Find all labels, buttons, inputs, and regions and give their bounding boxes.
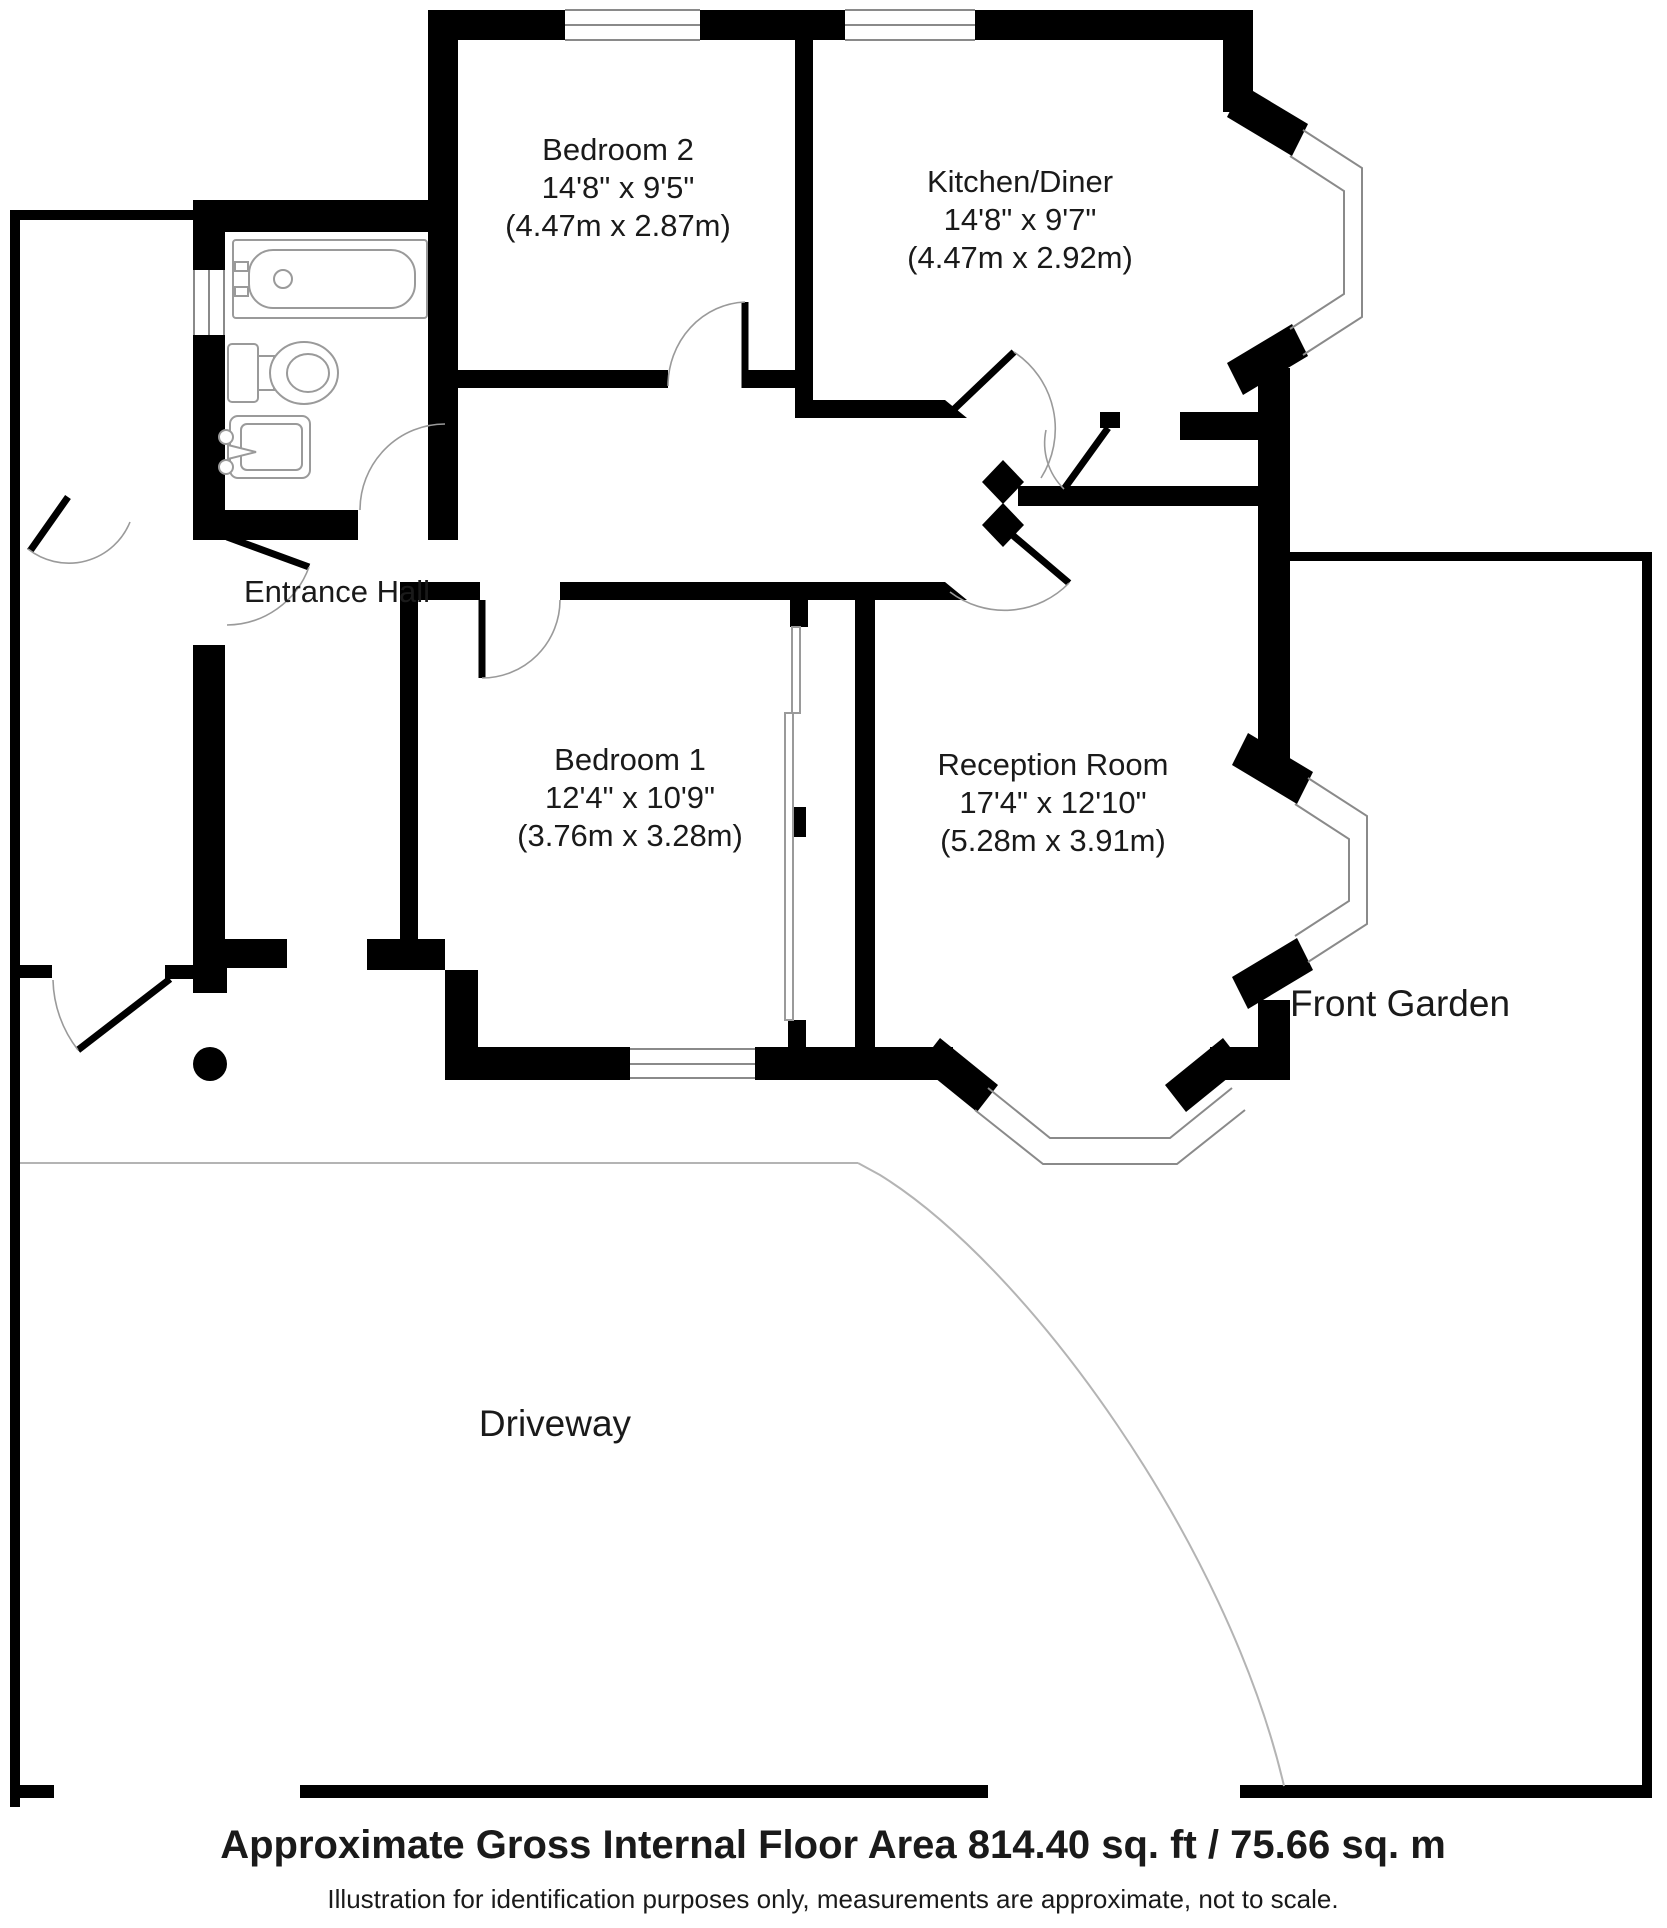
toilet-icon: [227, 341, 339, 405]
wall-top-2: [700, 10, 845, 40]
boundary-bottom-b: [300, 1785, 988, 1798]
bedroom2-window-icon: [565, 8, 700, 42]
wall-west-col: [193, 939, 227, 993]
wall-reception-left: [855, 598, 875, 1047]
windows: [191, 8, 975, 1082]
bedroom2-metric: (4.47m x 2.87m): [505, 208, 731, 243]
wall-bedroom2-nib: [745, 370, 795, 388]
footer-area-text: Approximate Gross Internal Floor Area 81…: [220, 1823, 1446, 1867]
kitchen-window-icon: [845, 8, 975, 42]
bathroom-door-icon: [359, 423, 449, 511]
wall-hall-bottom-a: [227, 939, 287, 968]
boundary-gate-stub-right: [165, 965, 193, 979]
wall-slide-stub-c: [788, 1020, 806, 1047]
bedroom1-metric: (3.76m x 3.28m): [517, 818, 743, 853]
wall-corridor-a: [400, 582, 480, 600]
front-gate-icon: [52, 976, 173, 1053]
doors: [27, 301, 1111, 1053]
sliding-door-panel-a: [791, 626, 801, 714]
bedroom1-imperial: 12'4" x 10'9": [545, 780, 715, 815]
boundary-garden-top: [1290, 552, 1642, 561]
boundary-gate-stub-left: [10, 965, 52, 978]
bay-wedges: [919, 85, 1313, 1112]
south-bay-wedge-left: [919, 1038, 998, 1112]
reception-name: Reception Room: [938, 747, 1169, 782]
building-walls: [193, 10, 1290, 1080]
boundary-top-left: [10, 210, 193, 220]
wall-west-c: [193, 645, 225, 939]
kitchen-name: Kitchen/Diner: [927, 164, 1113, 199]
ground-lines: [20, 1162, 1285, 1787]
boundary-bottom-a: [10, 1785, 54, 1798]
property-boundary: [10, 210, 1652, 1807]
wall-diamond-stub-a: [982, 460, 1024, 504]
kitchen-east-door-icon: [1043, 425, 1111, 492]
bathroom-fixtures: [218, 239, 428, 479]
wall-bedroom1-bottom: [445, 1047, 630, 1080]
bay-glazing: [974, 129, 1368, 1165]
driveway-label: Driveway: [479, 1403, 632, 1444]
reception-bay-window-inner: [1294, 803, 1350, 937]
boundary-left: [10, 210, 20, 1807]
bedroom2-door-icon: [667, 301, 749, 388]
bedroom1-name: Bedroom 1: [554, 742, 706, 777]
wall-slide-stub-a: [790, 600, 808, 627]
bedroom2-imperial: 14'8" x 9'5": [542, 170, 695, 205]
reception-metric: (5.28m x 3.91m): [940, 823, 1166, 858]
kitchen-imperial: 14'8" x 9'7": [944, 202, 1097, 237]
wall-bed2-kitchen-divider: [795, 40, 813, 418]
wall-corridor-b: [560, 582, 945, 600]
wall-top-1: [428, 10, 565, 40]
bedroom1-door-icon: [478, 599, 561, 679]
bath-icon: [232, 239, 428, 319]
wall-bathroom-top: [193, 200, 458, 232]
wall-top-3: [975, 10, 1253, 40]
wall-kitchen-header: [1180, 412, 1290, 440]
wall-bathroom-bottom: [193, 510, 358, 540]
front-garden-label: Front Garden: [1290, 983, 1510, 1024]
labels: Bedroom 2 14'8" x 9'5" (4.47m x 2.87m) K…: [244, 132, 1510, 1444]
south-bay-window-icon: [974, 1109, 1246, 1165]
kitchen-bay-window-inner: [1289, 155, 1345, 330]
side-gate-icon: [27, 494, 131, 564]
boundary-right: [1642, 552, 1652, 1798]
reception-bay-window-icon: [1307, 777, 1368, 963]
wall-hall-bottom-b: [367, 939, 445, 970]
kitchen-metric: (4.47m x 2.92m): [907, 240, 1133, 275]
kitchen-bay-window-icon: [1302, 129, 1363, 356]
wall-bedroom1-sw: [445, 970, 478, 1047]
wall-kitchen-door-stub: [1100, 412, 1120, 428]
kitchen-bay-wedge-top: [1227, 85, 1308, 156]
wall-bedroom2-bottom: [428, 370, 668, 388]
sliding-door-panel-b: [784, 712, 794, 1021]
sink-icon: [218, 415, 311, 479]
hall-front-door-icon: [225, 533, 311, 626]
reception-bay-wedge-top: [1232, 733, 1313, 804]
footer: Approximate Gross Internal Floor Area 81…: [220, 1823, 1446, 1914]
bathroom-window-icon: [191, 270, 227, 335]
wall-west-a: [193, 210, 225, 270]
wall-reception-top: [1018, 486, 1258, 506]
driveway-curve: [857, 1162, 1285, 1787]
kitchen-door-icon: [946, 349, 1057, 479]
entrance-hall-name: Entrance Hall: [244, 574, 430, 609]
reception-door-icon: [949, 524, 1072, 612]
reception-imperial: 17'4" x 12'10": [959, 785, 1146, 820]
footer-disclaimer-text: Illustration for identification purposes…: [327, 1884, 1338, 1914]
boundary-bottom-c: [1240, 1785, 1652, 1798]
wall-kitchen-bottom: [795, 400, 945, 418]
south-bay-window-inner: [987, 1087, 1233, 1139]
wall-bedroom1-left: [400, 600, 418, 939]
kitchen-bay-wedge-bottom: [1227, 324, 1308, 395]
reception-bay-wedge-bottom: [1232, 938, 1313, 1009]
wall-reception-bottom-left: [755, 1047, 953, 1080]
wall-corridor-stub: [945, 582, 967, 600]
gate-post-dot-icon: [193, 1047, 227, 1081]
bedroom2-name: Bedroom 2: [542, 132, 694, 167]
south-bay-wedge-right: [1165, 1038, 1244, 1112]
bedroom1-window-icon: [630, 1045, 755, 1082]
